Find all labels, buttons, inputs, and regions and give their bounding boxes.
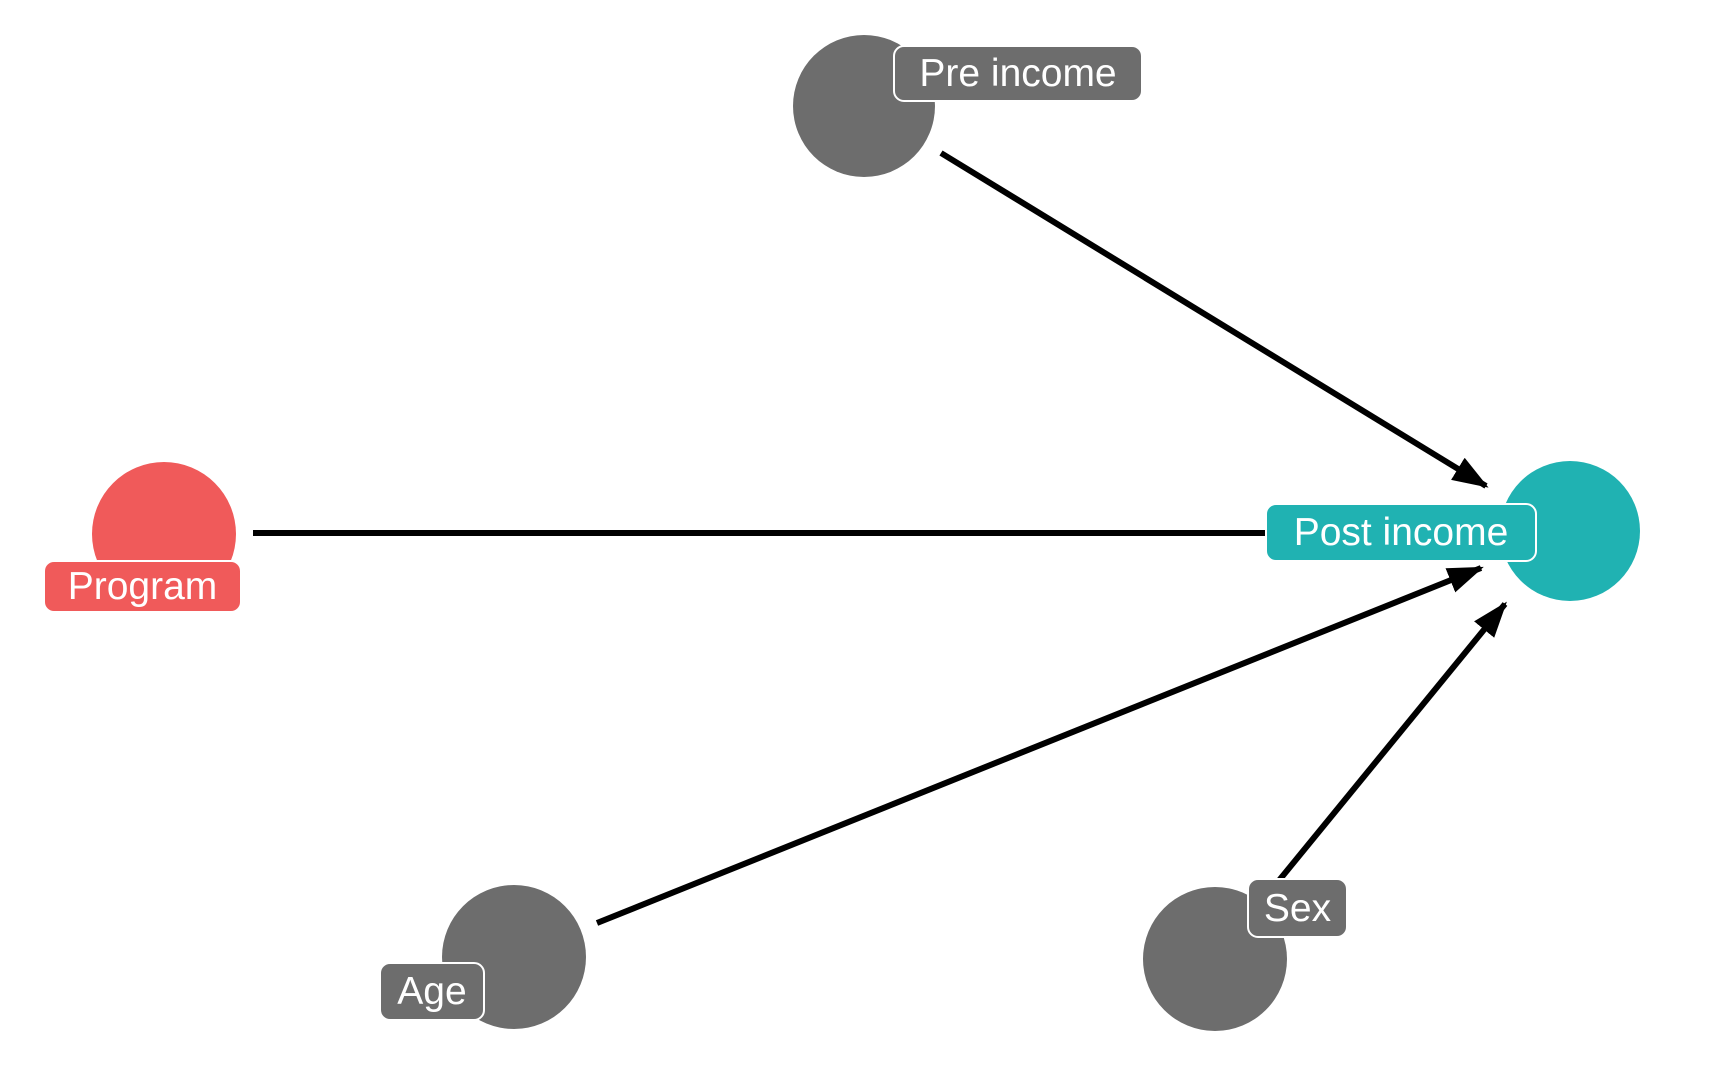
edge-age-to-post-income bbox=[595, 565, 1484, 926]
edge-sex-to-post-income bbox=[1269, 601, 1508, 891]
edge-pre-income-to-post-income bbox=[939, 150, 1489, 489]
node-label-age: Age bbox=[379, 962, 485, 1021]
node-label-sex: Sex bbox=[1247, 878, 1348, 938]
node-label-program: Program bbox=[43, 560, 242, 613]
node-post-income-circle bbox=[1500, 461, 1640, 601]
node-label-pre-income: Pre income bbox=[893, 45, 1143, 102]
node-label-post-income: Post income bbox=[1265, 503, 1537, 562]
